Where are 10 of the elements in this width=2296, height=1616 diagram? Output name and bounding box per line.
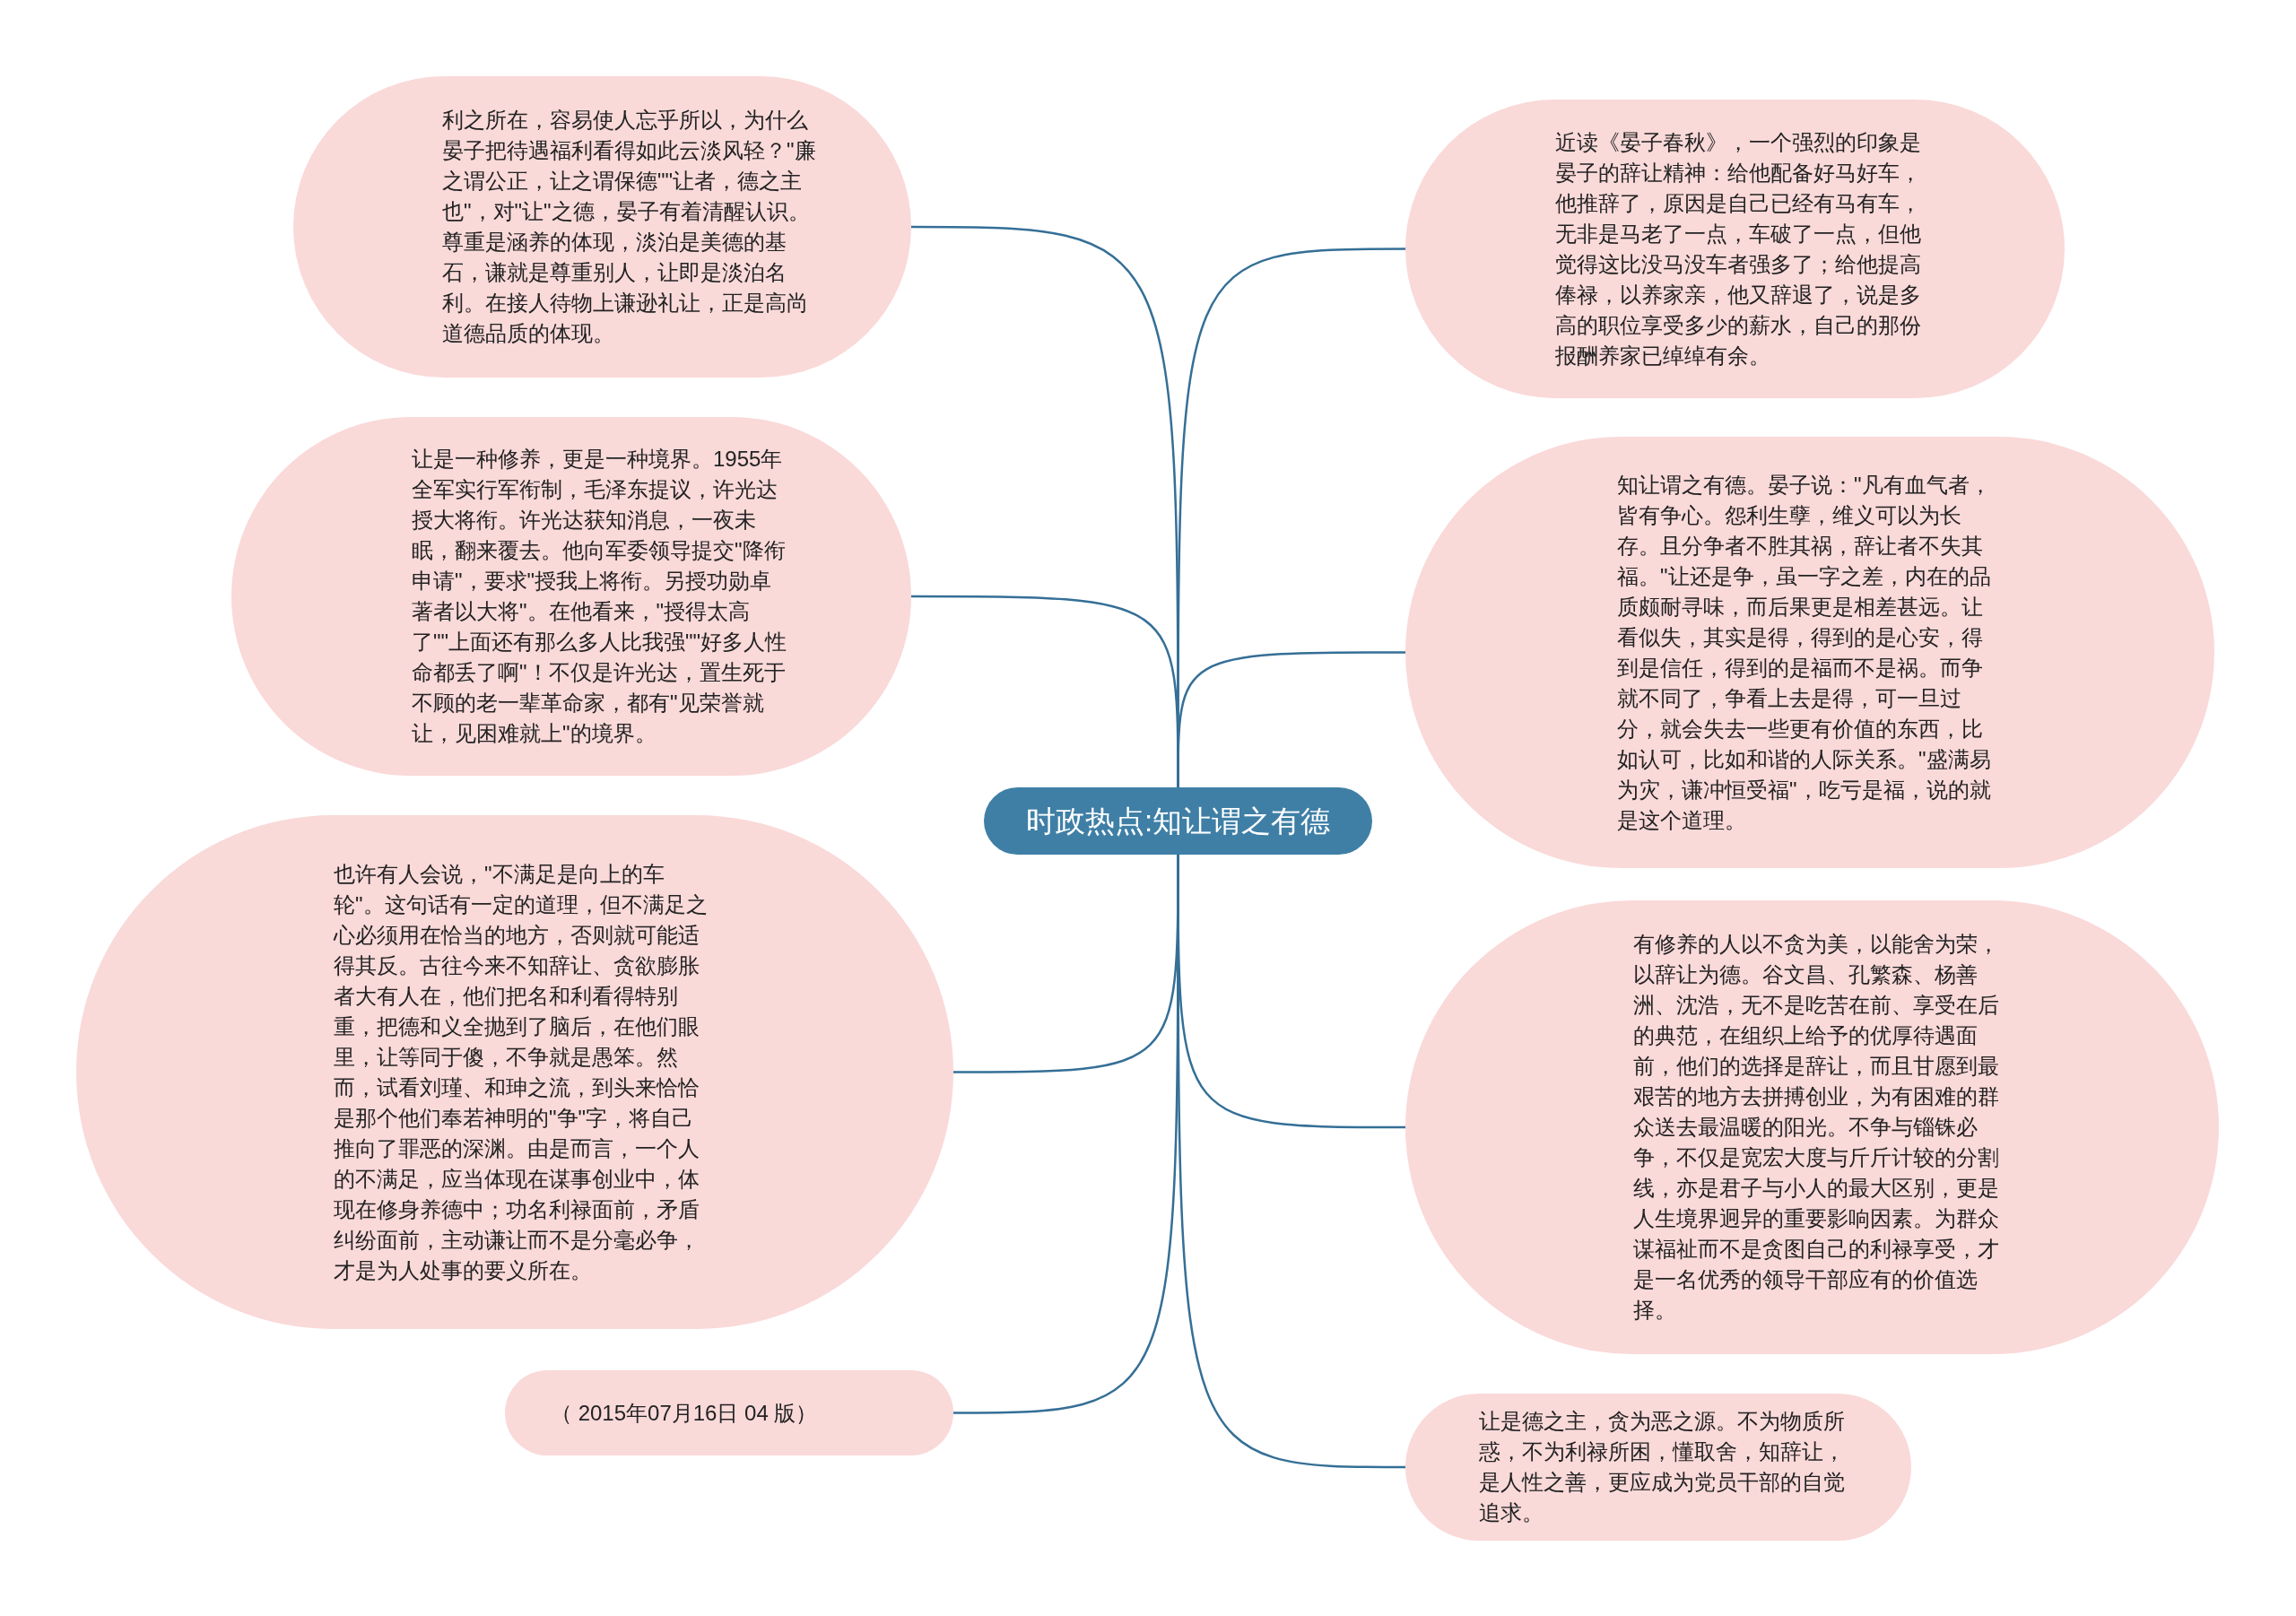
- connector-line: [1177, 651, 1405, 787]
- topic-title: 时政热点:知让谓之有德: [1025, 803, 1331, 839]
- node-text: 也许有人会说，"不满足是向上的车轮"。这句话有一定的道理，但不满足之心必须用在恰当的地方，否则就可能适得其反。古往今来不知辞让、贪欲膨胀者大有人在，他们把名和利看得特别重，把德和义全抛到了脑后，在他们眼里，让等同于傻，不争就是愚笨。然而，试看刘瑾、和珅之流，到头来恰恰是那个他们奉若神明的"争"字，将自己推向了罪恶的深渊。由是而言，一个人的不满足，应当体现在谋事创业中，体现在修身养德中；功名利禄面前，矛盾纠纷面前，主动谦让而不是分毫必争，才是为人处事的要义所在。: [334, 860, 709, 1284]
- node-text: 有修养的人以不贪为美，以能舍为荣，以辞让为德。谷文昌、孔繁森、杨善洲、沈浩，无不是吃苦在前、享受在后的典范，在组织上给予的优厚待遇面前，他们的选择是辞让，而且甘愿到最艰苦的地方去拼搏创业，为有困难的群众送去最温暖的阳光。不争与锱铢必争，不仅是宽宏大度与斤斤计较的分割线，亦是君子与小人的最大区别，更是人生境界迥异的重要影响因素。为群众谋福祉而不是贪图自己的利禄享受，才是一名优秀的领导干部应有的价值选择。: [1633, 931, 2000, 1324]
- node-text: 让是德之主，贪为恶之源。不为物质所惑，不为利禄所困，懂取舍，知辞让，是人性之善，更应成为党员干部的自觉追求。: [1479, 1408, 1846, 1526]
- node-text: 知让谓之有德。晏子说："凡有血气者，皆有争心。怨利生孽，维义可以为长存。且分争者不胜其祸，辞让者不失其福。"让还是争，虽一字之差，内在的品质颇耐寻味，而后果更是相差甚远。让看似失，其实是得，得到的是心安，得到是信任，得到的是福而不是祸。而争就不同了，争看上去是得，可一旦过分，就会失去一些更有价值的东西，比如认可，比如和谐的人际关系。"盛满易为灾，谦冲恒受福"，吃亏是福，说的就是这个道理。: [1617, 471, 1992, 834]
- node-text: 利之所在，容易使人忘乎所以，为什么晏子把待遇福利看得如此云淡风轻？"廉之谓公正，让之谓保德""让者，德之主也"，对"让"之德，晏子有着清醒认识。尊重是涵养的体现，淡泊是美德的基石，谦就是尊重别人，让即是淡泊名利。在接人待物上谦逊礼让，正是高尚道德品质的体现。: [442, 107, 817, 347]
- node-text: 让是一种修养，更是一种境界。1955年全军实行军衔制，毛泽东提议，许光达授大将衔。许光达获知消息，一夜未眠，翻来覆去。他向军委领导提交"降衔申请"，要求"授我上将衔。另授功勋卓著者以大将"。在他看来，"授得太高了""上面还有那么多人比我强""好多人性命都丢了啊"！不仅是许光达，置生死于不顾的老一辈革命家，都有"见荣誉就让，见困难就上"的境界。: [412, 446, 788, 747]
- node-text: 近读《晏子春秋》，一个强烈的印象是晏子的辞让精神：给他配备好马好车，他推辞了，原因是自己已经有马有车，无非是马老了一点，车破了一点，但他觉得这比没马没车者强多了；给他提高俸禄，以养家亲，他又辞退了，说是多高的职位享受多少的薪水，自己的那份报酬养家已绰绰有余。: [1555, 128, 1922, 369]
- node-text: （ 2015年07月16日 04 版）: [551, 1399, 819, 1427]
